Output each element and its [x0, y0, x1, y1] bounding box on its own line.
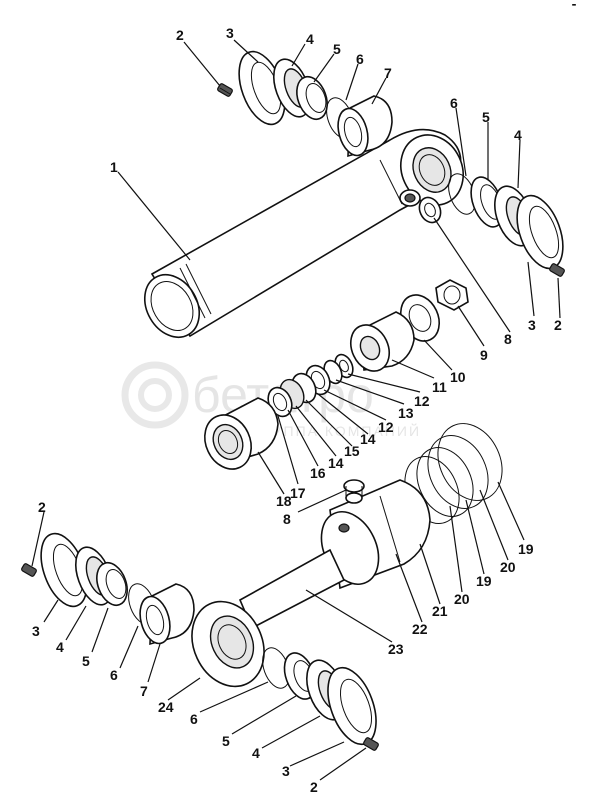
callout-19: 19	[518, 541, 534, 557]
callout-4: 4	[306, 31, 314, 47]
callout-6: 6	[190, 711, 198, 727]
callout-3: 3	[528, 317, 536, 333]
cylinder-barrel	[143, 128, 464, 338]
callout-7: 7	[140, 683, 148, 699]
callout-24: 24	[158, 699, 174, 715]
callout-5: 5	[333, 41, 341, 57]
callout-13: 13	[398, 405, 414, 421]
callout-3: 3	[226, 25, 234, 41]
callout-11: 11	[432, 379, 447, 395]
upper-right-seal-kit	[418, 173, 565, 277]
callout-15: 15	[344, 443, 360, 459]
callout-16: 16	[310, 465, 326, 481]
callout-12: 12	[378, 419, 394, 435]
callout-6: 6	[110, 667, 118, 683]
callout-10: 10	[450, 369, 466, 385]
callout-6: 6	[450, 95, 458, 111]
callout-4: 4	[514, 127, 522, 143]
callout-labels: 2 3 4 5 6 7 1 6 5 4 3 2 8 9 10 11 12 13 …	[32, 25, 562, 795]
piston-seal-parts	[204, 279, 469, 470]
callout-9: 9	[480, 347, 488, 363]
bolt-2	[217, 83, 233, 97]
callout-7: 7	[384, 65, 392, 81]
callout-2: 2	[310, 779, 318, 795]
callout-20: 20	[454, 591, 470, 607]
lower-right-seal-kit	[262, 647, 379, 751]
callout-2: 2	[38, 499, 46, 515]
leader-lines	[31, 39, 561, 781]
callout-8: 8	[504, 331, 512, 347]
callout-5: 5	[222, 733, 230, 749]
callout-8: 8	[283, 511, 291, 527]
callout-21: 21	[432, 603, 448, 619]
callout-5: 5	[82, 653, 90, 669]
callout-2: 2	[554, 317, 562, 333]
watermark-subtitle: ГРУППА КОМПАНИЙ	[252, 422, 421, 439]
callout-14: 14	[360, 431, 376, 447]
callout-20: 20	[500, 559, 516, 575]
callout-17: 17	[290, 485, 306, 501]
callout-6: 6	[356, 51, 364, 67]
callout-2: 2	[176, 27, 184, 43]
callout-18: 18	[276, 493, 292, 509]
callout-5: 5	[482, 109, 490, 125]
callout-4: 4	[56, 639, 64, 655]
lower-left-seal-kit	[21, 532, 195, 646]
callout-3: 3	[32, 623, 40, 639]
corner-mark: ᐨ	[572, 2, 576, 13]
callout-12: 12	[414, 393, 430, 409]
callout-1: 1	[110, 159, 118, 175]
rod-assembly	[191, 423, 503, 688]
callout-23: 23	[388, 641, 404, 657]
callout-4: 4	[252, 745, 260, 761]
callout-3: 3	[282, 763, 290, 779]
callout-22: 22	[412, 621, 428, 637]
callout-19: 19	[476, 573, 492, 589]
upper-left-seal-kit	[217, 50, 393, 158]
callout-14: 14	[328, 455, 344, 471]
